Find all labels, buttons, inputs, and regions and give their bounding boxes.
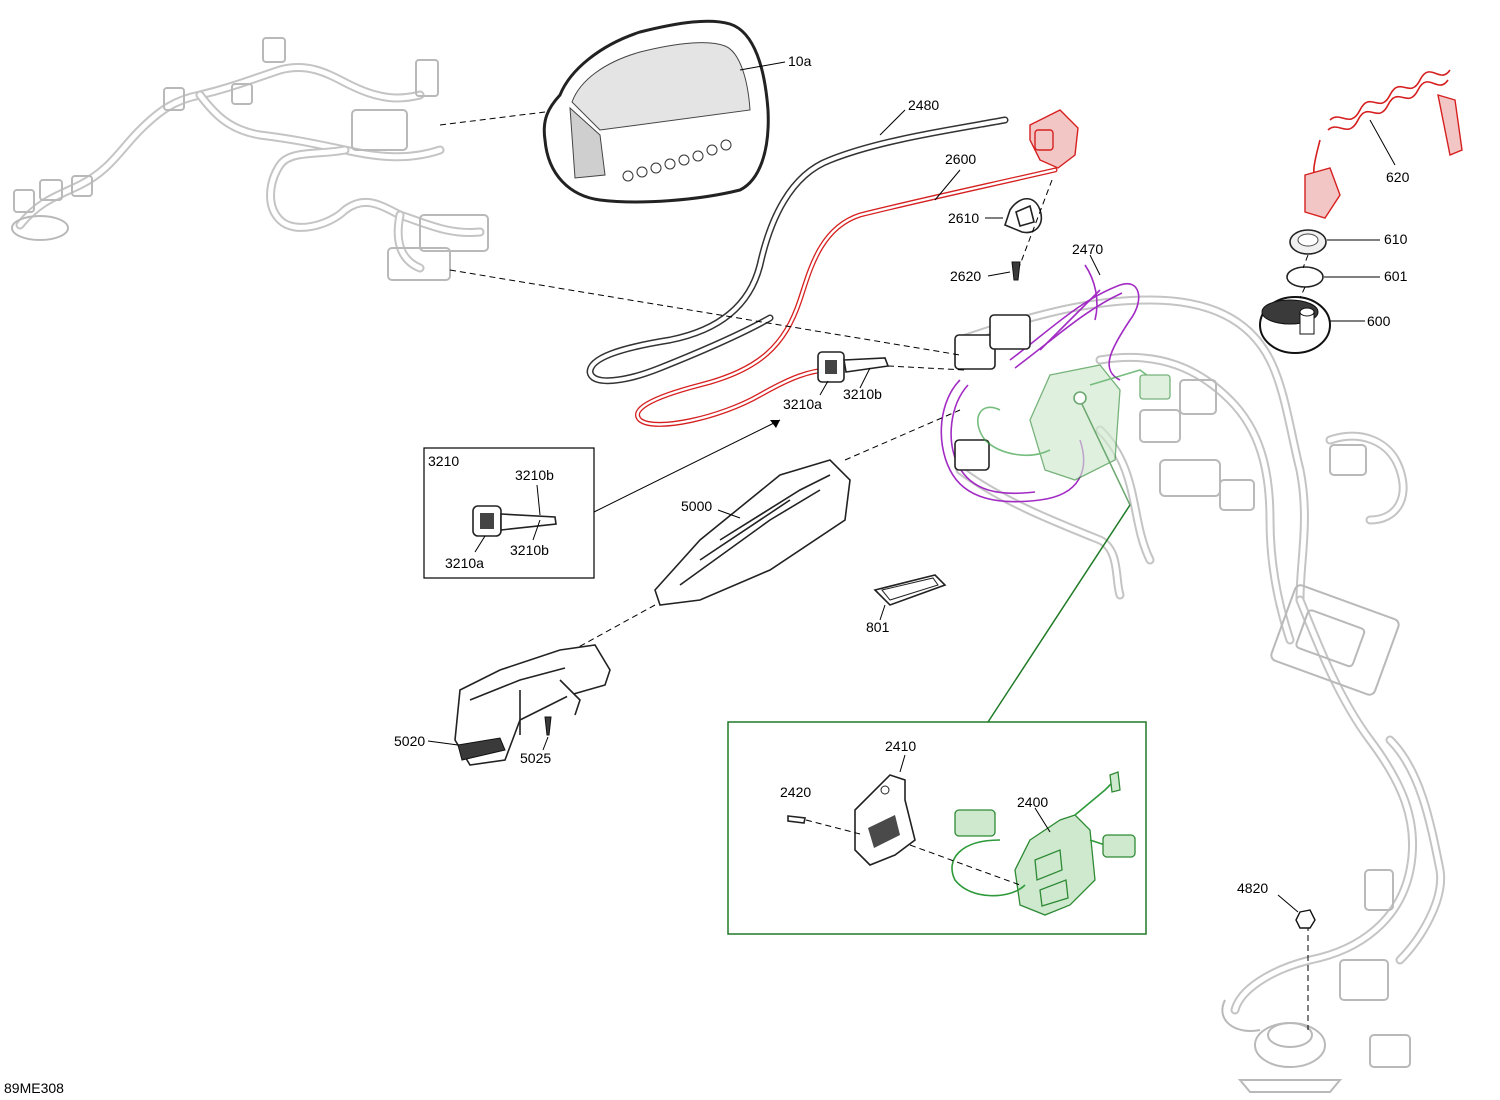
screw-2620 [987, 261, 1021, 281]
gasket-801 [873, 574, 947, 621]
inset-label-3210b-top: 3210b [515, 467, 554, 483]
callout-labels: 10a 2480 2600 2610 2620 2470 620 610 601… [4, 53, 1410, 1096]
switch-600 [1259, 296, 1365, 354]
nut-4820 [1277, 894, 1316, 929]
label-3210b: 3210b [843, 386, 882, 402]
tube-2480 [586, 109, 1009, 385]
harness-2470-purple [940, 254, 1140, 503]
screw-5025 [542, 716, 552, 751]
ring-601 [1286, 266, 1380, 288]
label-801: 801 [866, 619, 890, 635]
cover-5000 [654, 459, 851, 606]
label-601: 601 [1384, 268, 1408, 284]
inset-2400 [727, 504, 1147, 935]
inset-3210-title: 3210 [428, 453, 459, 469]
label-2620: 2620 [950, 268, 981, 284]
switch-2400-in-situ [976, 364, 1171, 506]
label-4820: 4820 [1237, 880, 1268, 896]
label-3210a: 3210a [783, 396, 822, 412]
label-2600: 2600 [945, 151, 976, 167]
cable-2600-red [635, 109, 1079, 427]
bracket-5020 [427, 644, 611, 766]
label-2480: 2480 [908, 97, 939, 113]
label-2610: 2610 [948, 210, 979, 226]
label-5000: 5000 [681, 498, 712, 514]
label-2470: 2470 [1072, 241, 1103, 257]
label-5020: 5020 [394, 733, 425, 749]
connector-3210 [817, 351, 966, 396]
display-cluster-10a [542, 19, 786, 204]
display-buttons [622, 139, 732, 182]
dashed-leaders [439, 111, 1309, 1030]
cap-610 [1289, 229, 1380, 255]
inset-label-2410: 2410 [885, 738, 916, 754]
figure-code: 89ME308 [4, 1080, 64, 1096]
ghost-main-harness [955, 295, 1446, 1093]
label-620: 620 [1386, 169, 1410, 185]
lanyard-620 [1304, 69, 1463, 219]
label-10a: 10a [788, 53, 812, 69]
inset-label-2420: 2420 [780, 784, 811, 800]
inset-label-2400: 2400 [1017, 794, 1048, 810]
label-5025: 5025 [520, 750, 551, 766]
label-610: 610 [1384, 231, 1408, 247]
inset-label-3210b-bottom: 3210b [510, 542, 549, 558]
inset-label-3210a: 3210a [445, 555, 484, 571]
ghost-harness-upper-left [11, 37, 489, 281]
inset-3210 [423, 419, 781, 579]
label-600: 600 [1367, 313, 1391, 329]
clip-2610 [985, 179, 1053, 271]
